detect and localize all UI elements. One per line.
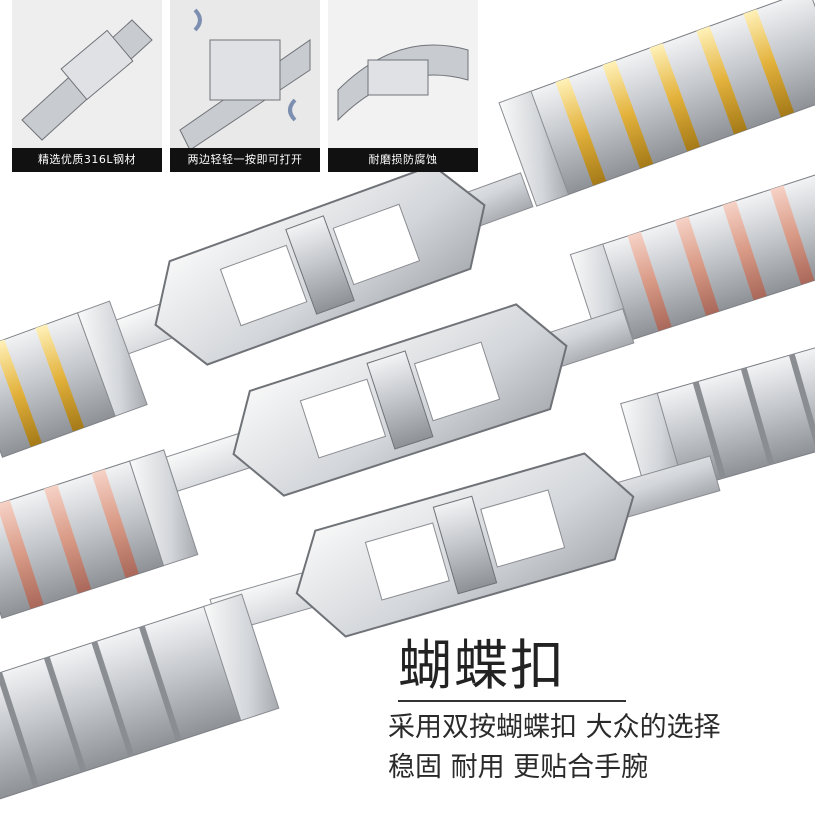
description-line: 稳固 耐用 更贴合手腕 [388, 752, 649, 783]
butterfly-clasp-3 [209, 452, 721, 638]
band-rose-steel-left [0, 449, 199, 619]
feature-thumbnails: 精选优质316L钢材 两边轻轻一按即可打开 耐磨损防腐蚀 [12, 0, 478, 172]
butterfly-clasp-1 [106, 164, 534, 366]
thumbnail-caption: 耐磨损防腐蚀 [328, 148, 478, 172]
clasp-closeup-icon [12, 0, 162, 150]
thumbnail-press: 两边轻轻一按即可打开 [170, 0, 320, 172]
headline: 蝴蝶扣 [398, 634, 566, 697]
band-steel-bottom-left [0, 593, 280, 801]
description-line: 采用双按蝴蝶扣 大众的选择 [388, 712, 721, 743]
clasp-side-icon [328, 0, 478, 150]
thumbnail-caption: 精选优质316L钢材 [12, 148, 162, 172]
band-gold-steel-left [0, 300, 148, 458]
band-gold-steel-top [498, 0, 815, 207]
butterfly-clasp-2 [165, 303, 635, 497]
thumbnail-steel: 精选优质316L钢材 [12, 0, 162, 172]
thumbnail-caption: 两边轻轻一按即可打开 [170, 148, 320, 172]
thumbnail-durable: 耐磨损防腐蚀 [328, 0, 478, 172]
headline-divider [398, 700, 626, 702]
clasp-open-icon [170, 0, 320, 150]
